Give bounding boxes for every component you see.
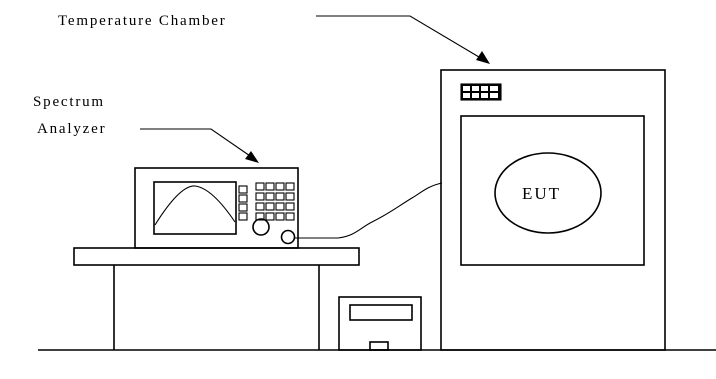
controller-display <box>349 304 413 321</box>
knob-icon <box>252 218 270 236</box>
chamber-control-panel <box>460 83 502 101</box>
screen-side-buttons <box>238 185 248 221</box>
temperature-chamber-body <box>440 69 666 351</box>
controller-indicator <box>369 341 389 351</box>
table <box>73 247 360 350</box>
spectrum-analyzer-screen <box>153 181 237 235</box>
eut-outline <box>494 152 602 234</box>
spectrum-analyzer-label-line1: Spectrum <box>33 94 105 110</box>
spectrum-analyzer-label-line2: Analyzer <box>37 121 106 137</box>
rf-input-port-icon <box>280 229 296 245</box>
keypad <box>255 182 295 221</box>
spectrum-analyzer-pointer-arrow <box>140 128 259 163</box>
spectrum-analyzer-body <box>134 167 299 249</box>
table-top <box>73 247 360 266</box>
chamber-window <box>460 115 645 266</box>
controller-cabinet <box>338 296 422 351</box>
eut-label: EUT <box>522 184 561 203</box>
temperature-chamber-pointer-arrow <box>316 15 490 64</box>
temperature-chamber-label: Temperature Chamber <box>58 13 227 29</box>
spectrum-trace <box>154 185 236 226</box>
temperature-chamber: EUT <box>440 69 666 351</box>
spectrum-analyzer <box>134 167 299 249</box>
rf-cable <box>294 182 443 239</box>
